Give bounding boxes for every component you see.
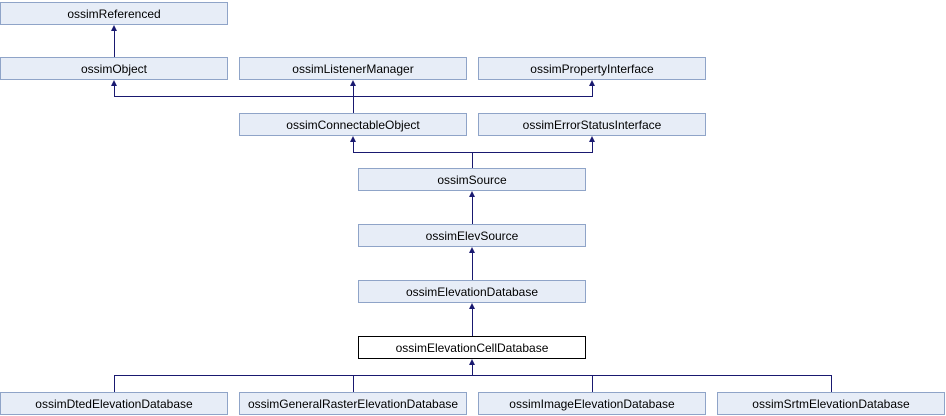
edge-line — [831, 375, 832, 392]
node-ossim-source[interactable]: ossimSource — [358, 168, 586, 191]
edge-line — [472, 152, 473, 168]
edge-line — [114, 375, 832, 376]
arrowhead-icon — [589, 80, 595, 86]
edge-line — [353, 84, 354, 113]
node-ossim-general-raster-elevation-database[interactable]: ossimGeneralRasterElevationDatabase — [239, 392, 467, 415]
node-ossim-dted-elevation-database[interactable]: ossimDtedElevationDatabase — [0, 392, 228, 415]
arrowhead-icon — [111, 25, 117, 31]
arrowhead-icon — [111, 80, 117, 86]
arrowhead-icon — [469, 247, 475, 253]
edge-line — [472, 307, 473, 336]
node-ossim-listener-manager[interactable]: ossimListenerManager — [239, 57, 467, 80]
arrowhead-icon — [469, 191, 475, 197]
node-ossim-error-status-interface[interactable]: ossimErrorStatusInterface — [478, 113, 706, 136]
node-ossim-elev-source[interactable]: ossimElevSource — [358, 224, 586, 247]
node-ossim-elevation-cell-database: ossimElevationCellDatabase — [358, 336, 586, 359]
edge-line — [472, 363, 473, 376]
arrowhead-icon — [469, 359, 475, 365]
node-ossim-image-elevation-database[interactable]: ossimImageElevationDatabase — [478, 392, 706, 415]
arrowhead-icon — [469, 303, 475, 309]
edge-line — [114, 29, 115, 57]
edge-line — [114, 84, 115, 97]
node-ossim-property-interface[interactable]: ossimPropertyInterface — [478, 57, 706, 80]
edge-line — [592, 140, 593, 153]
edge-line — [472, 251, 473, 280]
node-ossim-object[interactable]: ossimObject — [0, 57, 228, 80]
arrowhead-icon — [589, 136, 595, 142]
node-ossim-referenced[interactable]: ossimReferenced — [0, 2, 228, 25]
node-ossim-elevation-database[interactable]: ossimElevationDatabase — [358, 280, 586, 303]
arrowhead-icon — [350, 80, 356, 86]
edge-line — [353, 375, 354, 392]
edge-line — [353, 140, 354, 153]
edge-line — [353, 152, 593, 153]
arrowhead-icon — [350, 136, 356, 142]
edge-line — [114, 375, 115, 392]
edge-line — [472, 195, 473, 224]
edge-line — [592, 375, 593, 392]
edge-line — [592, 84, 593, 97]
node-ossim-srtm-elevation-database[interactable]: ossimSrtmElevationDatabase — [717, 392, 945, 415]
node-ossim-connectable-object[interactable]: ossimConnectableObject — [239, 113, 467, 136]
